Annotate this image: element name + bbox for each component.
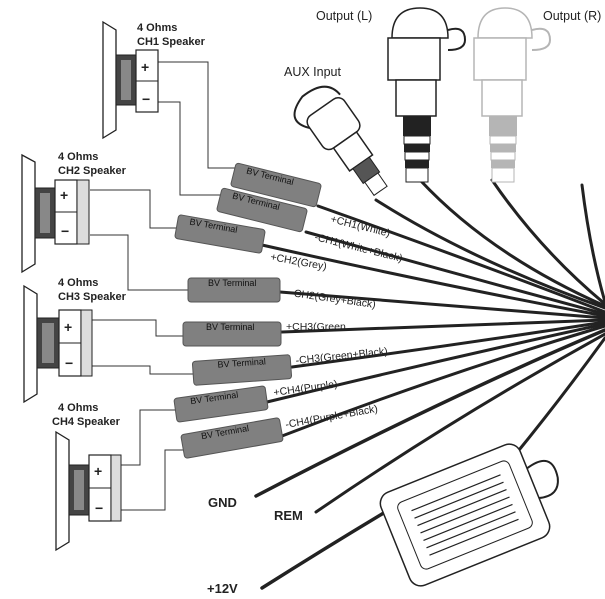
wire-ch2-plus — [260, 243, 605, 318]
wire-ch3-plus — [280, 318, 605, 334]
wire-out-l — [418, 178, 605, 308]
wire-ch1-plus — [316, 204, 605, 314]
harness-wires — [254, 178, 605, 590]
wire-rem — [314, 332, 605, 514]
terminal-3: BV Terminal — [174, 214, 266, 254]
speaker-ch2-cone — [21, 153, 36, 274]
wire-label-ch3-minus: -CH3(Green+Black) — [295, 345, 388, 367]
speaker-ch3-plus: + — [64, 319, 72, 335]
wire-ch3-minus — [290, 320, 605, 369]
output-left-label: Output (L) — [316, 9, 372, 23]
aux-input-connector — [293, 85, 388, 197]
speaker-leads — [90, 61, 237, 511]
output-right-label: Output (R) — [543, 9, 601, 23]
wire-ch1-minus — [304, 230, 605, 316]
speaker-ch3-minus: − — [65, 355, 73, 371]
speaker-ch4-minus: − — [95, 500, 103, 516]
wire-label-ch3-plus: +CH3(Green — [286, 321, 346, 333]
wire-label-ch2-minus: -CH2(Grey+Black) — [290, 287, 377, 311]
speaker-ch1-title-2: CH1 Speaker — [137, 36, 206, 48]
speaker-ch4-title-2: CH4 Speaker — [52, 416, 121, 428]
output-right-connector — [473, 7, 552, 183]
speaker-ch3-cone — [23, 284, 38, 404]
wire-ch2-minus — [278, 290, 605, 320]
speaker-ch2-plus: + — [60, 187, 68, 203]
terminal-5-label: BV Terminal — [206, 322, 254, 332]
terminal-1: BV Terminal — [230, 162, 322, 208]
aux-input-label: AUX Input — [284, 65, 342, 79]
speaker-ch3-title-1: 4 Ohms — [58, 277, 98, 289]
fuse-holder — [379, 443, 559, 587]
terminal-8: BV Terminal — [180, 417, 284, 459]
terminal-4: BV Terminal — [187, 277, 281, 303]
speaker-ch2-title-1: 4 Ohms — [58, 151, 98, 163]
terminal-7: BV Terminal — [173, 385, 269, 423]
speaker-ch4-cone — [55, 430, 70, 552]
wire-ch4-plus — [265, 322, 605, 404]
speaker-ch2-title-2: CH2 Speaker — [58, 165, 127, 177]
gnd-label: GND — [208, 495, 237, 510]
wire-12v — [260, 506, 394, 590]
wire-fuse — [513, 336, 605, 457]
wire-label-ch4-minus: -CH4(Purple+Black) — [284, 403, 378, 431]
wire-extra — [580, 183, 605, 304]
wire-label-ch4-plus: +CH4(Purple) — [273, 378, 339, 399]
speaker-ch4-title-1: 4 Ohms — [58, 402, 98, 414]
rem-label: REM — [274, 508, 303, 523]
speaker-ch1-plus: + — [141, 59, 149, 75]
speaker-ch3: 4 Ohms CH3 Speaker + − — [23, 277, 127, 404]
wire-out-r — [490, 178, 605, 306]
speaker-ch1-minus: − — [142, 91, 150, 107]
wire-ch4-minus — [280, 324, 605, 438]
terminal-6-label: BV Terminal — [217, 356, 266, 369]
speaker-ch2-minus: − — [61, 223, 69, 239]
speaker-ch4: 4 Ohms CH4 Speaker + − — [52, 402, 122, 552]
terminal-6: BV Terminal — [191, 354, 293, 386]
output-left-connector — [387, 7, 467, 183]
wire-label-ch1-plus: +CH1(White) — [329, 213, 391, 239]
terminal-4-label: BV Terminal — [208, 278, 256, 288]
speaker-ch1-title-1: 4 Ohms — [137, 22, 177, 34]
speaker-ch1-cone — [102, 20, 117, 140]
plus-12v-label: +12V — [207, 581, 238, 596]
terminal-5: BV Terminal — [182, 321, 282, 347]
speaker-ch2: 4 Ohms CH2 Speaker + − — [21, 151, 127, 274]
wire-gnd — [254, 328, 605, 498]
wire-aux — [374, 198, 605, 310]
speaker-ch1: 4 Ohms CH1 Speaker + − — [102, 20, 206, 140]
speaker-ch4-plus: + — [94, 463, 102, 479]
speaker-ch3-title-2: CH3 Speaker — [58, 291, 127, 303]
